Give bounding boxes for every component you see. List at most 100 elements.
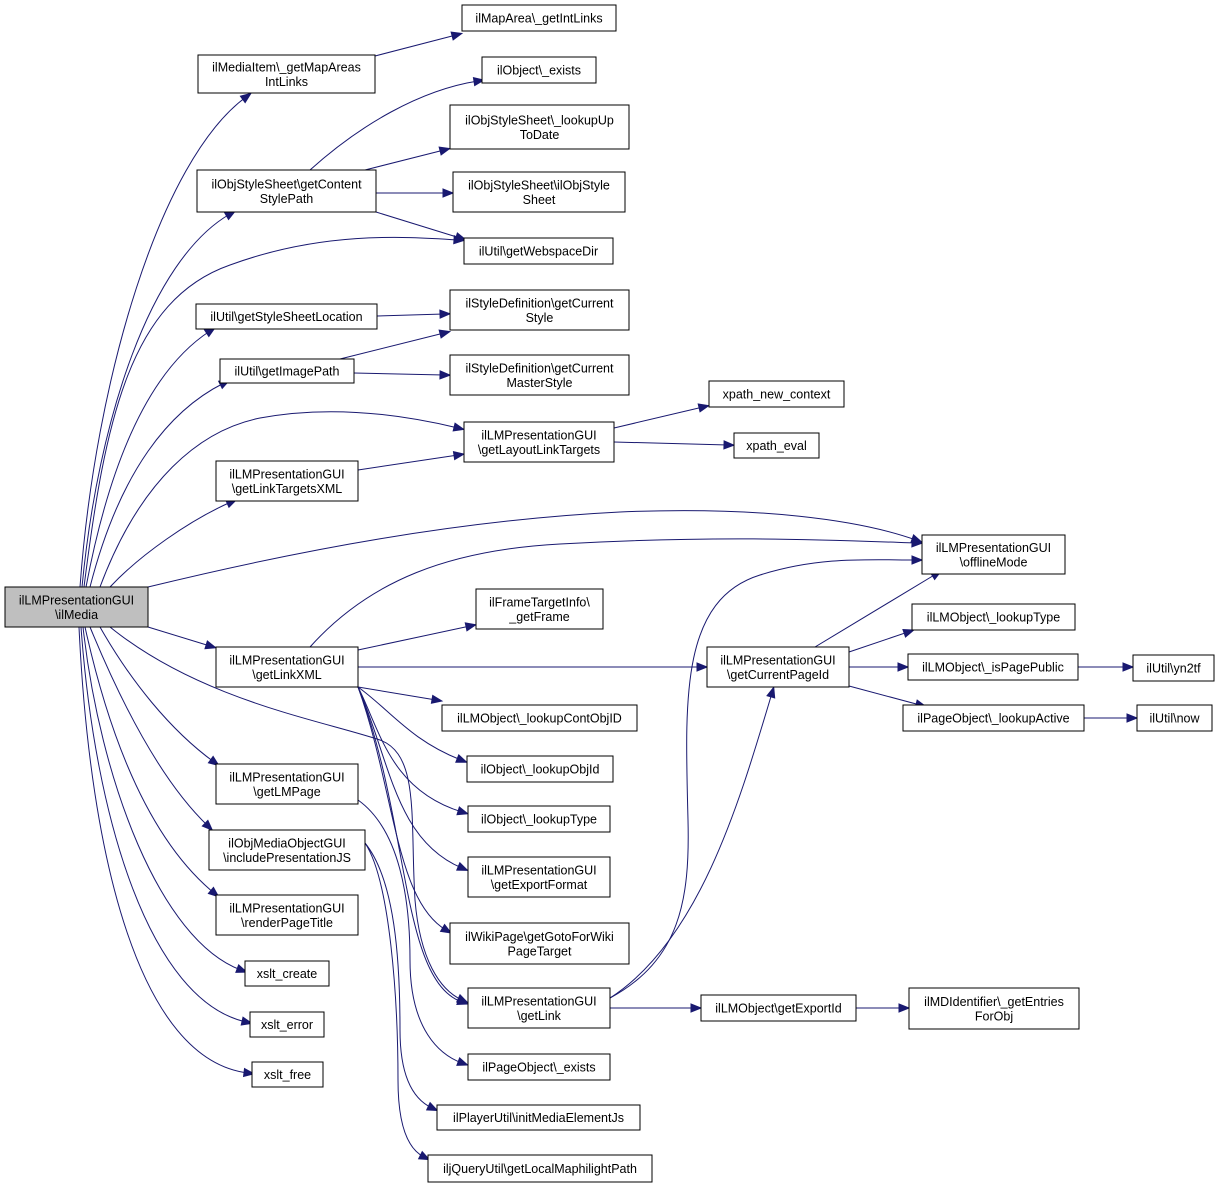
node-getLinkTargetsXML[interactable]: ilLMPresentationGUI\getLinkTargetsXML <box>215 460 359 502</box>
node-lookupActive[interactable]: ilPageObject\_lookupActive <box>902 704 1085 732</box>
node-label-line: ilLMPresentationGUI <box>229 770 344 784</box>
node-getExportFormat[interactable]: ilLMPresentationGUI\getExportFormat <box>467 856 611 898</box>
node-box <box>249 1011 325 1038</box>
node-label-line: \getLinkXML <box>252 668 322 682</box>
node-includePresentationJS[interactable]: ilObjMediaObjectGUI\includePresentationJ… <box>208 829 366 871</box>
node-xpathNewContext[interactable]: xpath_new_context <box>708 380 845 408</box>
node-label-line: ToDate <box>520 128 560 142</box>
node-lookupTypeLM[interactable]: ilLMObject\_lookupType <box>911 603 1076 631</box>
node-label-line: ilPageObject\_lookupActive <box>917 712 1069 726</box>
node-label-line: ilUtil\getImagePath <box>235 365 340 379</box>
edge-line <box>364 842 433 1109</box>
node-isPagePublic[interactable]: ilLMObject\_isPagePublic <box>907 653 1079 681</box>
arrowhead <box>690 1003 703 1013</box>
node-label-line: ilPlayerUtil\initMediaElementJs <box>453 1111 624 1125</box>
edge-line <box>357 454 459 471</box>
edge-line <box>84 626 215 894</box>
edge-getImagePath-to-getCurrentStyle <box>339 329 452 360</box>
arrowhead <box>204 640 218 650</box>
node-now[interactable]: ilUtil\now <box>1136 704 1213 732</box>
edge-root-to-offlineMode <box>147 510 923 588</box>
node-lookupTypeObj[interactable]: ilObject\_lookupType <box>467 805 611 833</box>
node-getLMPage[interactable]: ilLMPresentationGUI\getLMPage <box>215 763 359 805</box>
node-label-line: PageTarget <box>508 944 572 958</box>
node-xsltCreate[interactable]: xslt_create <box>244 960 330 987</box>
node-box <box>463 237 614 265</box>
arrowhead <box>417 1150 431 1161</box>
arrowhead <box>898 1003 911 1013</box>
edge-getLink-to-getCurrentPageId <box>609 685 776 999</box>
node-label-line: iljQueryUtil\getLocalMaphilightPath <box>443 1162 637 1176</box>
node-getWebspaceDir[interactable]: ilUtil\getWebspaceDir <box>463 237 614 265</box>
node-getIntLinks[interactable]: ilMapArea\_getIntLinks <box>461 4 617 32</box>
edge-line <box>375 211 461 239</box>
node-label-line: ilLMObject\getExportId <box>715 1002 841 1016</box>
node-xsltFree[interactable]: xslt_free <box>251 1061 324 1088</box>
arrowhead <box>456 861 469 871</box>
node-objExists[interactable]: ilObject\_exists <box>481 56 597 84</box>
node-getLinkXML[interactable]: ilLMPresentationGUI\getLinkXML <box>215 646 359 688</box>
node-box <box>215 646 359 688</box>
node-renderPageTitle[interactable]: ilLMPresentationGUI\renderPageTitle <box>215 894 359 936</box>
node-yn2tf[interactable]: ilUtil\yn2tf <box>1132 654 1215 682</box>
arrowhead <box>456 1057 469 1066</box>
node-label-line: \includePresentationJS <box>223 851 351 865</box>
edge-getContentStylePath-to-ilObjStyleSheet <box>376 188 455 198</box>
edge-getLinkTargetsXML-to-getLayoutLinkTargets <box>357 450 466 471</box>
edge-line <box>99 411 459 588</box>
node-box <box>449 289 630 331</box>
node-label-line: ilLMPresentationGUI <box>481 428 596 442</box>
node-initMediaElementJs[interactable]: ilPlayerUtil\initMediaElementJs <box>436 1104 641 1131</box>
arrowhead <box>472 77 486 87</box>
edge-getContentStylePath-to-getWebspaceDir <box>375 211 468 242</box>
edge-line <box>79 96 247 588</box>
node-box <box>902 704 1085 732</box>
node-xsltError[interactable]: xslt_error <box>249 1011 325 1038</box>
edge-root-to-xsltError <box>80 626 254 1026</box>
node-label-line: ilUtil\getStyleSheetLocation <box>210 310 362 324</box>
edge-getCurrentPageId-to-isPagePublic <box>849 662 910 672</box>
node-getLocalMaphilightPath[interactable]: iljQueryUtil\getLocalMaphilightPath <box>427 1154 653 1183</box>
arrowhead <box>456 996 469 1005</box>
node-box <box>196 169 377 213</box>
arrowhead <box>455 753 468 763</box>
node-label-line: ilWikiPage\getGotoForWiki <box>465 930 614 944</box>
node-label-line: xslt_create <box>257 967 317 981</box>
node-label-line: ilStyleDefinition\getCurrent <box>466 296 615 310</box>
node-lookupObjId[interactable]: ilObject\_lookupObjId <box>466 755 614 783</box>
node-xpathEval[interactable]: xpath_eval <box>733 432 820 459</box>
node-pageExists[interactable]: ilPageObject\_exists <box>467 1053 611 1081</box>
node-getImagePath[interactable]: ilUtil\getImagePath <box>219 358 355 384</box>
edge-getCurrentPageId-to-lookupTypeLM <box>848 628 915 653</box>
node-label-line: ilStyleDefinition\getCurrent <box>466 361 615 375</box>
node-getLayoutLinkTargets[interactable]: ilLMPresentationGUI\getLayoutLinkTargets <box>463 421 615 463</box>
node-getExportId[interactable]: ilLMObject\getExportId <box>700 994 857 1022</box>
node-offlineMode[interactable]: ilLMPresentationGUI\offlineMode <box>921 534 1066 575</box>
edge-line <box>89 626 209 827</box>
node-box <box>733 432 820 459</box>
node-getCurrentPageId[interactable]: ilLMPresentationGUI\getCurrentPageId <box>706 646 850 688</box>
edge-line <box>357 625 471 651</box>
node-box <box>427 1154 653 1183</box>
node-box <box>244 960 330 987</box>
node-ilObjStyleSheet[interactable]: ilObjStyleSheet\ilObjStyleSheet <box>452 171 626 213</box>
edge-root-to-getMapAreasIntLinks <box>79 92 252 588</box>
edge-getLinkXML-to-getExportFormat <box>357 686 469 871</box>
arrowhead <box>452 450 466 461</box>
node-lookupContObjID[interactable]: ilLMObject\_lookupContObjID <box>441 704 638 732</box>
node-label-line: ilObjMediaObjectGUI <box>228 836 345 850</box>
edge-line <box>309 538 917 648</box>
node-label-line: Style <box>526 311 554 325</box>
node-getLink[interactable]: ilLMPresentationGUI\getLink <box>467 987 611 1029</box>
node-root[interactable]: ilLMPresentationGUI\ilMedia <box>4 586 149 628</box>
arrowhead <box>1126 713 1139 723</box>
node-getStyleSheetLocation[interactable]: ilUtil\getStyleSheetLocation <box>195 303 378 330</box>
node-getFrame[interactable]: ilFrameTargetInfo\_getFrame <box>475 588 604 630</box>
